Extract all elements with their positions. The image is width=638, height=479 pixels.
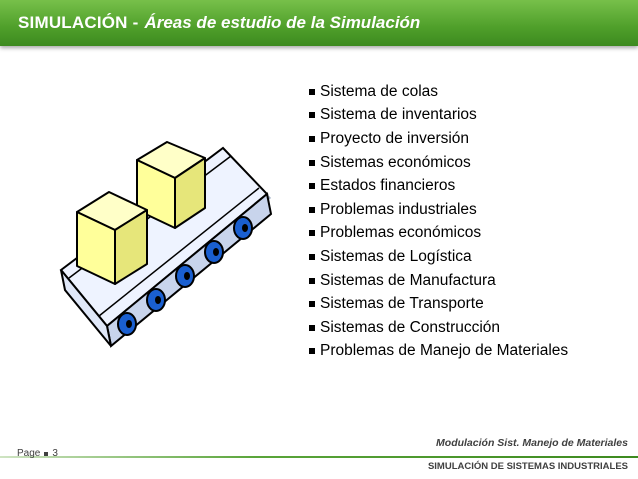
list-item-label: Proyecto de inversión — [320, 129, 470, 147]
title-prefix: SIMULACIÓN - — [18, 13, 139, 32]
page-number: 3 — [52, 448, 58, 459]
list-item: Estados financieros — [309, 174, 568, 198]
list-item-label: Problemas industriales — [320, 200, 477, 218]
list-item: Sistemas de Logística — [309, 245, 568, 269]
list-item: Sistemas económicos — [309, 151, 568, 175]
bullet-icon — [309, 159, 315, 166]
subject-title: SIMULACIÓN DE SISTEMAS INDUSTRIALES — [427, 461, 628, 472]
title-main: Áreas de estudio de la Simulación — [144, 13, 421, 32]
list-item: Sistemas de Manufactura — [309, 269, 568, 293]
bullet-icon — [309, 183, 315, 190]
bullet-icon — [309, 348, 315, 355]
bullet-icon — [309, 112, 315, 119]
list-item: Sistemas de Construcción — [309, 316, 568, 340]
course-title: Modulación Sist. Manejo de Materiales — [436, 437, 628, 449]
list-item-label: Sistemas de Construcción — [320, 318, 501, 336]
bullet-icon — [44, 451, 49, 456]
list-item: Problemas de Manejo de Materiales — [309, 340, 568, 364]
bullet-icon — [309, 230, 315, 237]
list-item-label: Sistemas económicos — [320, 153, 471, 171]
bullet-icon — [309, 324, 315, 331]
bullet-icon — [309, 88, 315, 95]
page-label: Page — [17, 448, 41, 459]
list-item-label: Estados financieros — [320, 177, 456, 195]
list-item-label: Problemas económicos — [320, 224, 482, 242]
list-item: Sistemas de Transporte — [309, 292, 568, 316]
list-item: Problemas industriales — [309, 198, 568, 222]
list-item-label: Sistema de inventarios — [320, 106, 477, 124]
conveyor-belt-boxes-icon — [59, 141, 273, 348]
box-icon — [76, 191, 148, 285]
title-bar: SIMULACIÓN - Áreas de estudio de la Simu… — [0, 0, 638, 46]
list-item: Sistema de colas — [309, 80, 568, 104]
list-item: Sistema de inventarios — [309, 104, 568, 128]
bullet-icon — [309, 206, 315, 213]
list-item-label: Sistemas de Transporte — [320, 295, 484, 313]
page-indicator: Page 3 — [17, 448, 58, 459]
list-item-label: Sistemas de Manufactura — [320, 271, 496, 289]
footer-divider — [0, 456, 638, 458]
list-item-label: Sistema de colas — [320, 82, 439, 100]
bullet-icon — [309, 277, 315, 284]
list-item: Problemas económicos — [309, 222, 568, 246]
list-item-label: Problemas de Manejo de Materiales — [320, 342, 569, 360]
bullet-icon — [309, 135, 315, 142]
list-item: Proyecto de inversión — [309, 127, 568, 151]
bullet-icon — [309, 301, 315, 308]
list-item-label: Sistemas de Logística — [320, 247, 472, 265]
bullet-icon — [309, 253, 315, 260]
